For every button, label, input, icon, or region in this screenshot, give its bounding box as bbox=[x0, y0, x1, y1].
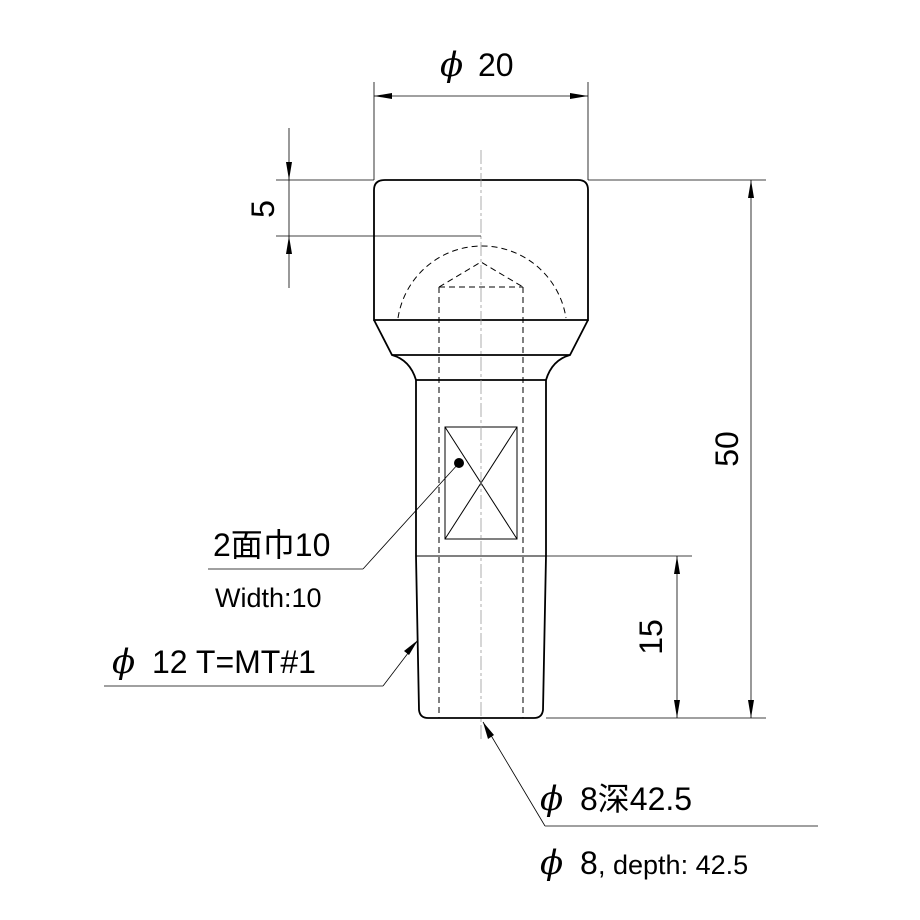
head-offset-value: 5 bbox=[245, 200, 281, 218]
ball-hidden-arc bbox=[397, 245, 567, 319]
arrow-top bbox=[674, 556, 680, 574]
bore-label-jp: 8深42.5 bbox=[580, 781, 692, 817]
leader-shank-diameter: ϕ 12 T=MT#1 bbox=[104, 639, 419, 687]
overall-length-value: 50 bbox=[709, 431, 745, 467]
shank-diameter-label: 12 T=MT#1 bbox=[152, 644, 316, 680]
arrow-left bbox=[374, 93, 392, 99]
arrow-bottom bbox=[674, 700, 680, 718]
arrow-top bbox=[748, 180, 754, 198]
arrow-right bbox=[570, 93, 588, 99]
hidden-lines bbox=[397, 245, 567, 718]
dimension-head-offset: 5 bbox=[245, 128, 481, 288]
bore-label-en-depth: , depth: 42.5 bbox=[598, 850, 748, 880]
top-diameter-value: 20 bbox=[478, 47, 514, 83]
flats-label-jp: 2面巾10 bbox=[213, 527, 330, 563]
leader-arrow bbox=[404, 640, 418, 655]
lower-length-value: 15 bbox=[633, 619, 669, 655]
leader-bore: ϕ 8深42.5 ϕ 8 , depth: 42.5 bbox=[482, 721, 818, 883]
bore-label-en-number: 8 bbox=[580, 845, 598, 881]
dimension-top-diameter: ϕ 20 bbox=[373, 45, 589, 180]
leader-line bbox=[362, 462, 460, 570]
dimension-overall-length: 50 bbox=[546, 179, 766, 719]
phi-symbol: ϕ bbox=[540, 779, 563, 819]
phi-symbol: ϕ bbox=[440, 45, 463, 85]
taper-shank bbox=[415, 555, 547, 719]
bore-label-en-depth-text: , depth: 42.5 bbox=[598, 850, 748, 880]
arrow-bottom bbox=[748, 700, 754, 718]
bore-drill-point bbox=[438, 261, 524, 288]
part-outline bbox=[373, 179, 589, 719]
phi-symbol-en: ϕ bbox=[540, 843, 563, 883]
dimension-lower-length: 15 bbox=[546, 555, 692, 718]
phi-symbol: ϕ bbox=[112, 642, 135, 682]
arrow-top bbox=[286, 162, 292, 180]
leader-wrench-flats: 2面巾10 Width:10 bbox=[208, 458, 464, 613]
leader-arrow bbox=[483, 722, 494, 739]
flats-label-en: Width:10 bbox=[215, 583, 322, 613]
arrow-bottom bbox=[286, 236, 292, 254]
head-chamfer bbox=[373, 319, 589, 356]
leader-line bbox=[482, 721, 546, 827]
neck-fillet bbox=[391, 354, 571, 381]
